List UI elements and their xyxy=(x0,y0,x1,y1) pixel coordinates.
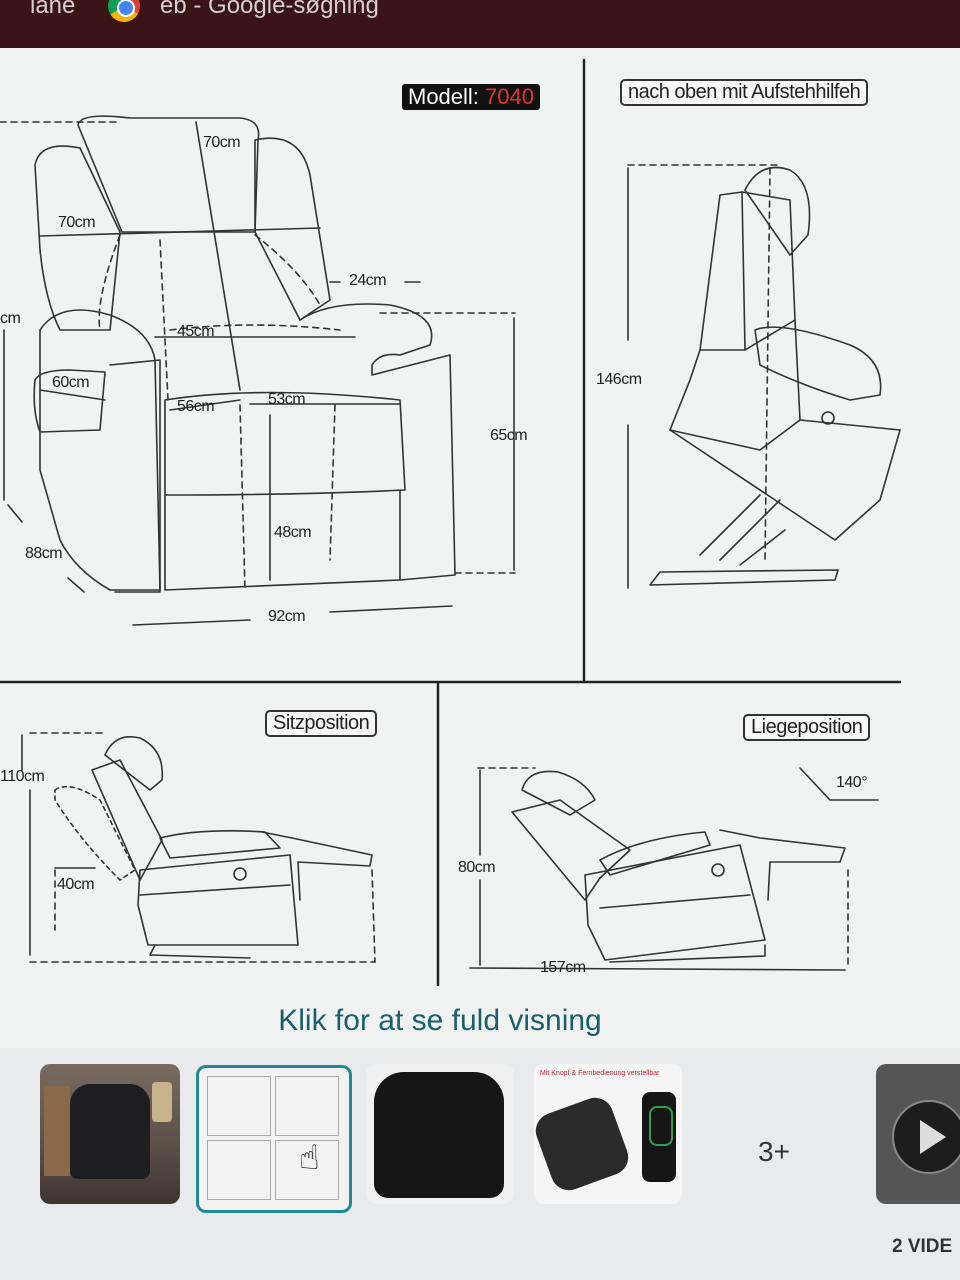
full-view-link[interactable]: Klik for at se fuld visning xyxy=(278,1004,602,1037)
label-lift-position: nach oben mit Aufstehhilfeh xyxy=(620,79,869,106)
product-dimension-image[interactable]: Modell: 7040 70cm 70cm 24cm 45cm 60cm 56… xyxy=(0,48,960,1048)
tab-title-fragment[interactable]: lane xyxy=(30,0,76,19)
front-chair-drawing xyxy=(0,115,516,626)
lamp-shape xyxy=(152,1082,172,1122)
thumbnail-living-room[interactable] xyxy=(40,1064,180,1204)
dim-recline-length: 157cm xyxy=(540,959,586,976)
sketch-box xyxy=(275,1140,339,1200)
shelf-shape xyxy=(44,1086,70,1176)
dim-total-width: 92cm xyxy=(268,608,306,625)
sketch-box xyxy=(207,1076,271,1136)
chair-shape xyxy=(70,1084,150,1179)
dim-lift-height: 146cm xyxy=(596,371,642,388)
sketch-box xyxy=(207,1140,271,1200)
dim-cut-height: cm xyxy=(0,310,21,327)
thumbnail-video[interactable] xyxy=(876,1064,960,1204)
thumbnail-chair-front[interactable] xyxy=(366,1064,514,1204)
recline-chair-drawing xyxy=(469,767,879,971)
dim-seat-height: 48cm xyxy=(274,524,312,541)
thumbnail-dimensions-selected[interactable]: ☝ xyxy=(196,1065,352,1213)
model-number: 7040 xyxy=(485,84,534,109)
pointer-hand-icon: ☝ xyxy=(299,1139,320,1177)
dim-total-depth: 88cm xyxy=(25,545,63,562)
chair-shape xyxy=(534,1092,634,1196)
chair-shape xyxy=(374,1072,504,1198)
dim-seat-width: 45cm xyxy=(177,323,215,340)
dim-seat-depth: 56cm xyxy=(177,398,215,415)
dim-arm-height: 65cm xyxy=(490,427,528,444)
chrome-icon xyxy=(108,0,140,22)
dim-pocket-height: 60cm xyxy=(52,374,90,391)
video-count[interactable]: 2 VIDE xyxy=(892,1236,953,1257)
sit-chair-drawing xyxy=(21,732,376,963)
dim-sit-depth: 40cm xyxy=(57,876,95,893)
label-sit-position: Sitzposition xyxy=(265,710,378,737)
dimension-drawings xyxy=(0,58,902,987)
thumbnail-remote[interactable]: Mit Knopf & Fernbedienung verstellbar xyxy=(534,1064,682,1204)
dim-recline-height: 80cm xyxy=(458,859,496,876)
remote-control-icon xyxy=(642,1092,676,1182)
dim-recline-angle: 140° xyxy=(836,774,868,791)
thumbnail-banner: Mit Knopf & Fernbedienung verstellbar xyxy=(540,1070,660,1077)
dim-arm-width: 24cm xyxy=(349,272,387,289)
dim-back-width: 70cm xyxy=(58,214,96,231)
lift-chair-drawing xyxy=(627,164,901,589)
dim-inner-width: 53cm xyxy=(268,391,306,408)
play-icon xyxy=(892,1100,960,1174)
dim-sit-height: 110cm xyxy=(0,768,45,785)
model-badge: Modell: 7040 xyxy=(402,84,540,110)
browser-tab-bar: lane eb - Google-søgning xyxy=(0,0,960,48)
more-images-button[interactable]: 3+ xyxy=(758,1136,790,1167)
model-label: Modell: xyxy=(408,84,486,109)
label-recline-position: Liegeposition xyxy=(743,714,871,741)
tab-title[interactable]: eb - Google-søgning xyxy=(160,0,379,19)
dim-back-height: 70cm xyxy=(203,134,241,151)
sketch-box xyxy=(275,1076,339,1136)
